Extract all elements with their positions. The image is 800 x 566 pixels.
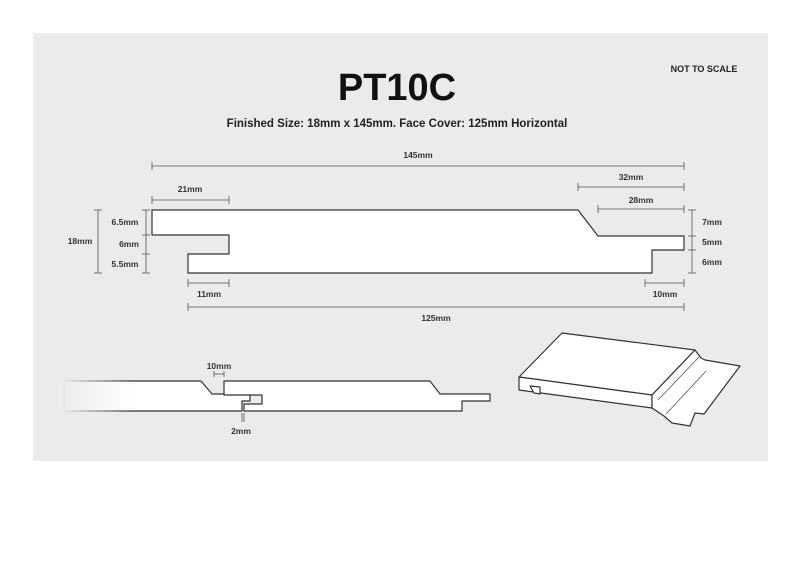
iso-tongue-edge — [665, 370, 707, 415]
dim-groove-top: 21mm — [151, 184, 230, 204]
label-right-bottom: 6mm — [702, 257, 722, 267]
dim-groove-bottom: 11mm — [187, 279, 230, 299]
diagram-subtitle: Finished Size: 18mm x 145mm. Face Cover:… — [227, 118, 568, 130]
dim-tongue-shoulder: 28mm — [597, 195, 685, 213]
board-profile — [151, 209, 685, 274]
label-groove-upper-lip: 6.5mm — [112, 217, 139, 227]
dim-face-cover: 125mm — [187, 303, 685, 323]
label-expansion-gap: 2mm — [231, 426, 251, 436]
right-board — [223, 380, 491, 412]
scale-note: NOT TO SCALE — [671, 64, 738, 74]
label-tongue-thickness: 5mm — [702, 237, 722, 247]
fade-overlay — [62, 378, 132, 414]
label-face-cover: 125mm — [421, 313, 451, 323]
label-groove-bottom: 11mm — [197, 289, 222, 299]
dim-overall-width: 145mm — [151, 150, 685, 170]
label-chamfer-top: 32mm — [619, 172, 644, 182]
iso-groove — [529, 385, 541, 395]
dim-tongue-bottom: 10mm — [644, 279, 685, 299]
label-groove-depth: 6mm — [119, 239, 139, 249]
label-tongue-shoulder: 28mm — [629, 195, 654, 205]
label-joint-gap: 10mm — [207, 361, 232, 371]
iso-side-face — [651, 349, 741, 427]
dim-left-stack: 6.5mm 6mm 5.5mm — [112, 209, 150, 274]
iso-chamfer-edge — [657, 355, 701, 401]
label-right-top: 7mm — [702, 217, 722, 227]
joined-boards: 10mm 2mm — [62, 361, 491, 436]
label-overall-width: 145mm — [403, 150, 433, 160]
dim-thickness: 18mm — [68, 209, 102, 274]
label-tongue-bottom: 10mm — [653, 289, 678, 299]
dim-right-stack: 7mm 5mm 6mm — [688, 209, 722, 274]
label-groove-top: 21mm — [178, 184, 203, 194]
label-groove-lower-lip: 5.5mm — [112, 259, 139, 269]
dim-chamfer-top: 32mm — [577, 172, 685, 191]
label-thickness: 18mm — [68, 236, 93, 246]
isometric-board — [518, 332, 741, 427]
diagram-title: PT10C — [338, 67, 456, 109]
